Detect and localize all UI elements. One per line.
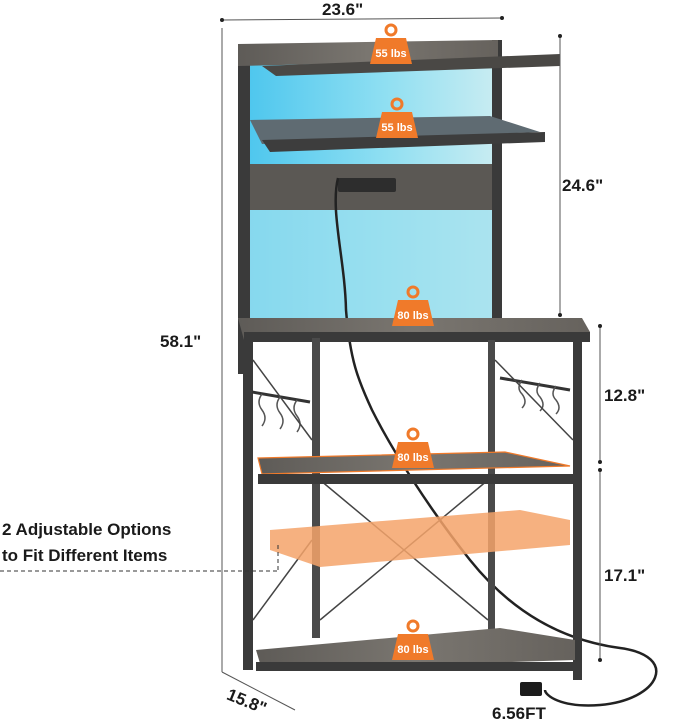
middle-shelf-front — [258, 474, 573, 484]
dimension-dots — [220, 16, 602, 662]
weight-label-middle: 80 lbs — [397, 452, 429, 464]
weight-icon — [376, 97, 418, 138]
plug-icon — [520, 682, 542, 696]
dimension-lines — [221, 17, 601, 711]
weight-icon — [392, 285, 434, 326]
weight-label-bottom: 80 lbs — [397, 644, 429, 656]
hutch-post-right — [492, 40, 502, 320]
weight-icon — [370, 23, 412, 64]
second-shelf-front — [262, 132, 545, 152]
dimension-upper-gap: 12.8" — [604, 386, 646, 405]
adjustable-highlight — [270, 510, 570, 567]
weight-icon — [392, 427, 434, 468]
weight-badge-middle: 80 lbs — [390, 426, 436, 470]
dimension-width: 23.6" — [322, 0, 364, 19]
weight-icon — [392, 619, 434, 660]
dimension-hutch-height: 24.6" — [562, 176, 604, 195]
leg-front-right — [573, 340, 582, 680]
led-backlight-lower — [250, 210, 495, 320]
power-cord — [334, 177, 658, 707]
adjustable-note-line1: 2 Adjustable Options — [2, 520, 172, 539]
dimension-lower-gap: 17.1" — [604, 566, 646, 585]
weight-badge-desktop: 80 lbs — [390, 284, 436, 328]
adjustable-note: 2 Adjustable Options to Fit Different It… — [2, 517, 171, 569]
desktop-front — [244, 332, 590, 342]
weight-label-top: 55 lbs — [375, 48, 407, 60]
hutch-post-left — [238, 44, 250, 374]
adjustable-note-line2: to Fit Different Items — [2, 546, 168, 565]
weight-badge-second: 55 lbs — [374, 96, 420, 140]
power-strip — [338, 178, 396, 192]
s-hooks — [258, 379, 560, 433]
top-shelf-front — [262, 54, 560, 76]
leg-front-left — [243, 340, 253, 670]
leg-back-right — [488, 340, 495, 640]
dimension-total-height: 58.1" — [160, 332, 202, 351]
weight-badge-bottom: 80 lbs — [390, 618, 436, 662]
dimension-cord-length: 6.56FT — [492, 704, 546, 723]
bottom-shelf-front — [256, 662, 574, 671]
weight-label-second: 55 lbs — [381, 122, 413, 134]
leg-back-left — [312, 338, 320, 638]
weight-label-desktop: 80 lbs — [397, 310, 429, 322]
weight-badge-top: 55 lbs — [368, 22, 414, 66]
hook-rail-right — [499, 376, 571, 392]
